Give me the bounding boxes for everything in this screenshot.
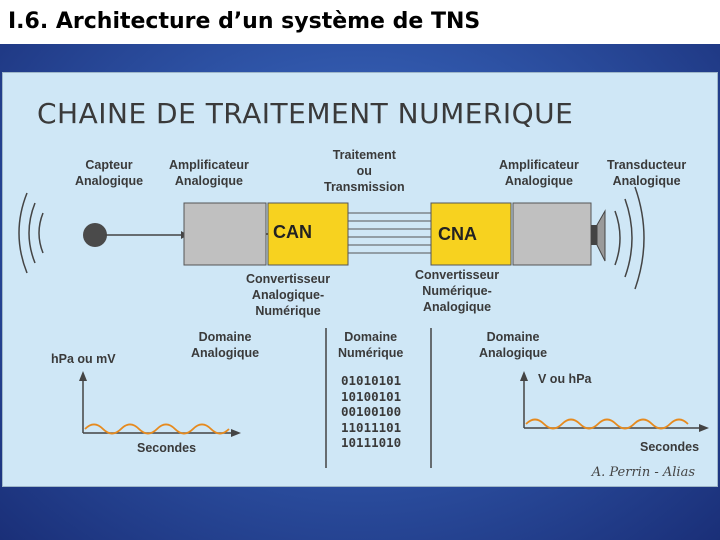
speaker-icon bbox=[591, 209, 606, 262]
unit-right: V ou hPa bbox=[538, 372, 592, 386]
cna-label: CNA bbox=[438, 224, 477, 244]
unit-left: hPa ou mV bbox=[51, 352, 116, 366]
seconds-right: Secondes bbox=[640, 440, 700, 454]
right-signal-plot bbox=[520, 371, 709, 432]
diagram-graphics bbox=[18, 186, 709, 468]
left-signal-plot bbox=[79, 371, 241, 437]
analog-wave-right bbox=[525, 418, 689, 430]
seconds-left: Secondes bbox=[137, 441, 197, 455]
can-label: CAN bbox=[273, 222, 312, 242]
analog-wave-left bbox=[84, 423, 230, 435]
amplifier-out-block bbox=[512, 202, 592, 266]
slide-title: I.6. Architecture d’un système de TNS bbox=[0, 0, 720, 44]
microphone-icon bbox=[83, 223, 188, 247]
author-signature: A. Perrin - Alias bbox=[591, 465, 695, 480]
can-block bbox=[267, 202, 349, 266]
cna-block bbox=[430, 202, 512, 266]
sound-waves-right-icon bbox=[614, 186, 645, 290]
binary-samples: 01010101 10100101 00100100 11011101 1011… bbox=[341, 373, 402, 450]
sound-waves-left-icon bbox=[18, 192, 44, 274]
figure-title: CHAINE DE TRAITEMENT NUMERIQUE bbox=[37, 97, 574, 130]
digital-bus bbox=[348, 212, 431, 254]
amplifier-in-block bbox=[183, 202, 267, 266]
